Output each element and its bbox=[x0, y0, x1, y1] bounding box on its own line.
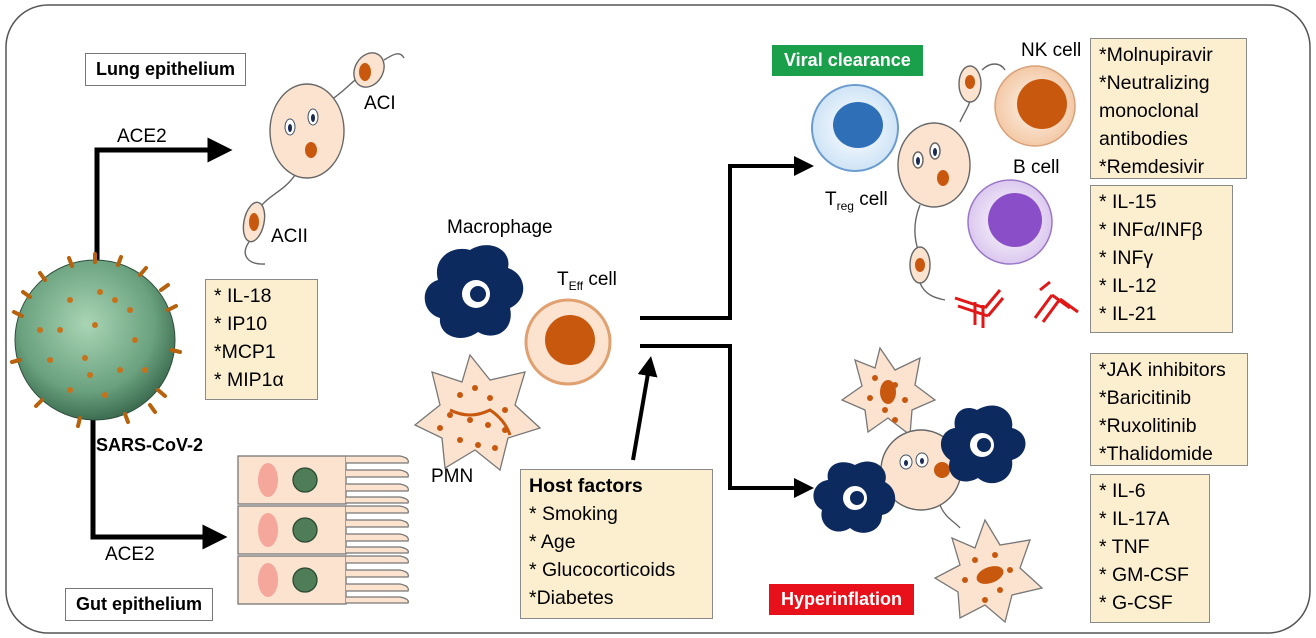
list-item: monoclonal bbox=[1099, 100, 1199, 123]
aci-label: ACI bbox=[364, 93, 396, 114]
list-item: * Age bbox=[529, 531, 576, 554]
sars-cov-2-label: SARS-CoV-2 bbox=[96, 435, 204, 455]
b-cell-label: B cell bbox=[1013, 157, 1060, 178]
viral-clearance-tag: Viral clearance bbox=[772, 45, 923, 76]
viral-clearance-cell-chain bbox=[897, 63, 1006, 301]
pmn-cell bbox=[413, 353, 542, 472]
hyperinflation-cell-cluster bbox=[813, 346, 1044, 624]
list-item: *Baricitinib bbox=[1099, 387, 1192, 410]
inflammation-drugs-box: *JAK inhibitors *Baricitinib *Ruxolitini… bbox=[1090, 353, 1248, 466]
teff-rest: cell bbox=[583, 269, 617, 290]
list-item: * G-CSF bbox=[1099, 592, 1173, 615]
treg-t: T bbox=[825, 189, 837, 210]
hyperinflation-tag: Hyperinflation bbox=[769, 584, 915, 615]
list-item: antibodies bbox=[1099, 128, 1188, 151]
list-item: * IL-6 bbox=[1099, 480, 1146, 502]
acii-label: ACII bbox=[271, 226, 308, 247]
nk-cell-label: NK cell bbox=[1021, 40, 1082, 61]
gut-epithelium-label: Gut epithelium bbox=[65, 588, 213, 621]
host-factors-box: Host factors * Smoking * Age * Glucocort… bbox=[520, 469, 713, 619]
clearance-drugs-box: *Molnupiravir *Neutralizing monoclonal a… bbox=[1090, 38, 1247, 179]
treg-rest: cell bbox=[853, 189, 888, 210]
teff-cell bbox=[524, 298, 612, 386]
clearance-cytokines-box: * IL-15 * INFα/INFβ * INFγ * IL-12 * IL-… bbox=[1090, 185, 1233, 333]
sars-cov-2-virus bbox=[10, 252, 182, 428]
nk-cell bbox=[994, 65, 1076, 147]
list-item: * MIP1α bbox=[214, 369, 284, 392]
lung-cytokines-box: * IL-18 * IP10 *MCP1 * MIP1α bbox=[205, 279, 318, 400]
list-item: * Glucocorticoids bbox=[529, 559, 676, 582]
host-factors-title: Host factors bbox=[529, 475, 643, 497]
list-item: *JAK inhibitors bbox=[1099, 359, 1226, 381]
list-item: *Neutralizing bbox=[1099, 72, 1210, 95]
list-item: * TNF bbox=[1099, 536, 1150, 559]
list-item: *Molnupiravir bbox=[1099, 44, 1213, 66]
list-item: * IL-21 bbox=[1099, 303, 1157, 326]
list-item: *MCP1 bbox=[214, 341, 276, 364]
teff-t: T bbox=[557, 269, 569, 290]
ace2-top-label: ACE2 bbox=[117, 126, 167, 147]
list-item: * IL-18 bbox=[214, 285, 272, 307]
list-item: * INFγ bbox=[1099, 247, 1154, 270]
treg-cell-label: Treg cell bbox=[825, 190, 888, 212]
lung-alveolar-cells bbox=[242, 52, 405, 265]
list-item: * INFα/INFβ bbox=[1099, 219, 1203, 242]
list-item: *Thalidomide bbox=[1099, 443, 1213, 466]
teff-cell-label: TEff cell bbox=[557, 270, 617, 292]
list-item: * Smoking bbox=[529, 503, 618, 526]
ace2-bottom-label: ACE2 bbox=[105, 544, 155, 565]
macrophage-label: Macrophage bbox=[447, 217, 553, 238]
lung-epithelium-label: Lung epithelium bbox=[85, 53, 246, 86]
list-item: * IL-12 bbox=[1099, 275, 1157, 298]
list-item: *Ruxolitinib bbox=[1099, 415, 1197, 438]
gut-epithelial-cells bbox=[237, 455, 409, 605]
pmn-label: PMN bbox=[431, 466, 474, 487]
list-item: * IP10 bbox=[214, 313, 268, 336]
antibodies bbox=[954, 280, 1079, 328]
list-item: * GM-CSF bbox=[1099, 564, 1189, 587]
list-item: *Diabetes bbox=[529, 587, 614, 610]
treg-cell bbox=[811, 84, 899, 172]
macrophage-cell bbox=[424, 245, 524, 338]
teff-sub: Eff bbox=[568, 278, 584, 293]
list-item: * IL-17A bbox=[1099, 508, 1170, 531]
inflammation-cytokines-box: * IL-6 * IL-17A * TNF * GM-CSF * G-CSF bbox=[1090, 474, 1210, 623]
central-arrows bbox=[631, 156, 814, 498]
ace2-arrows bbox=[90, 137, 233, 550]
list-item: * IL-15 bbox=[1099, 191, 1157, 213]
b-cell bbox=[967, 179, 1053, 265]
treg-sub: reg bbox=[836, 198, 854, 213]
list-item: *Remdesivir bbox=[1099, 156, 1205, 179]
